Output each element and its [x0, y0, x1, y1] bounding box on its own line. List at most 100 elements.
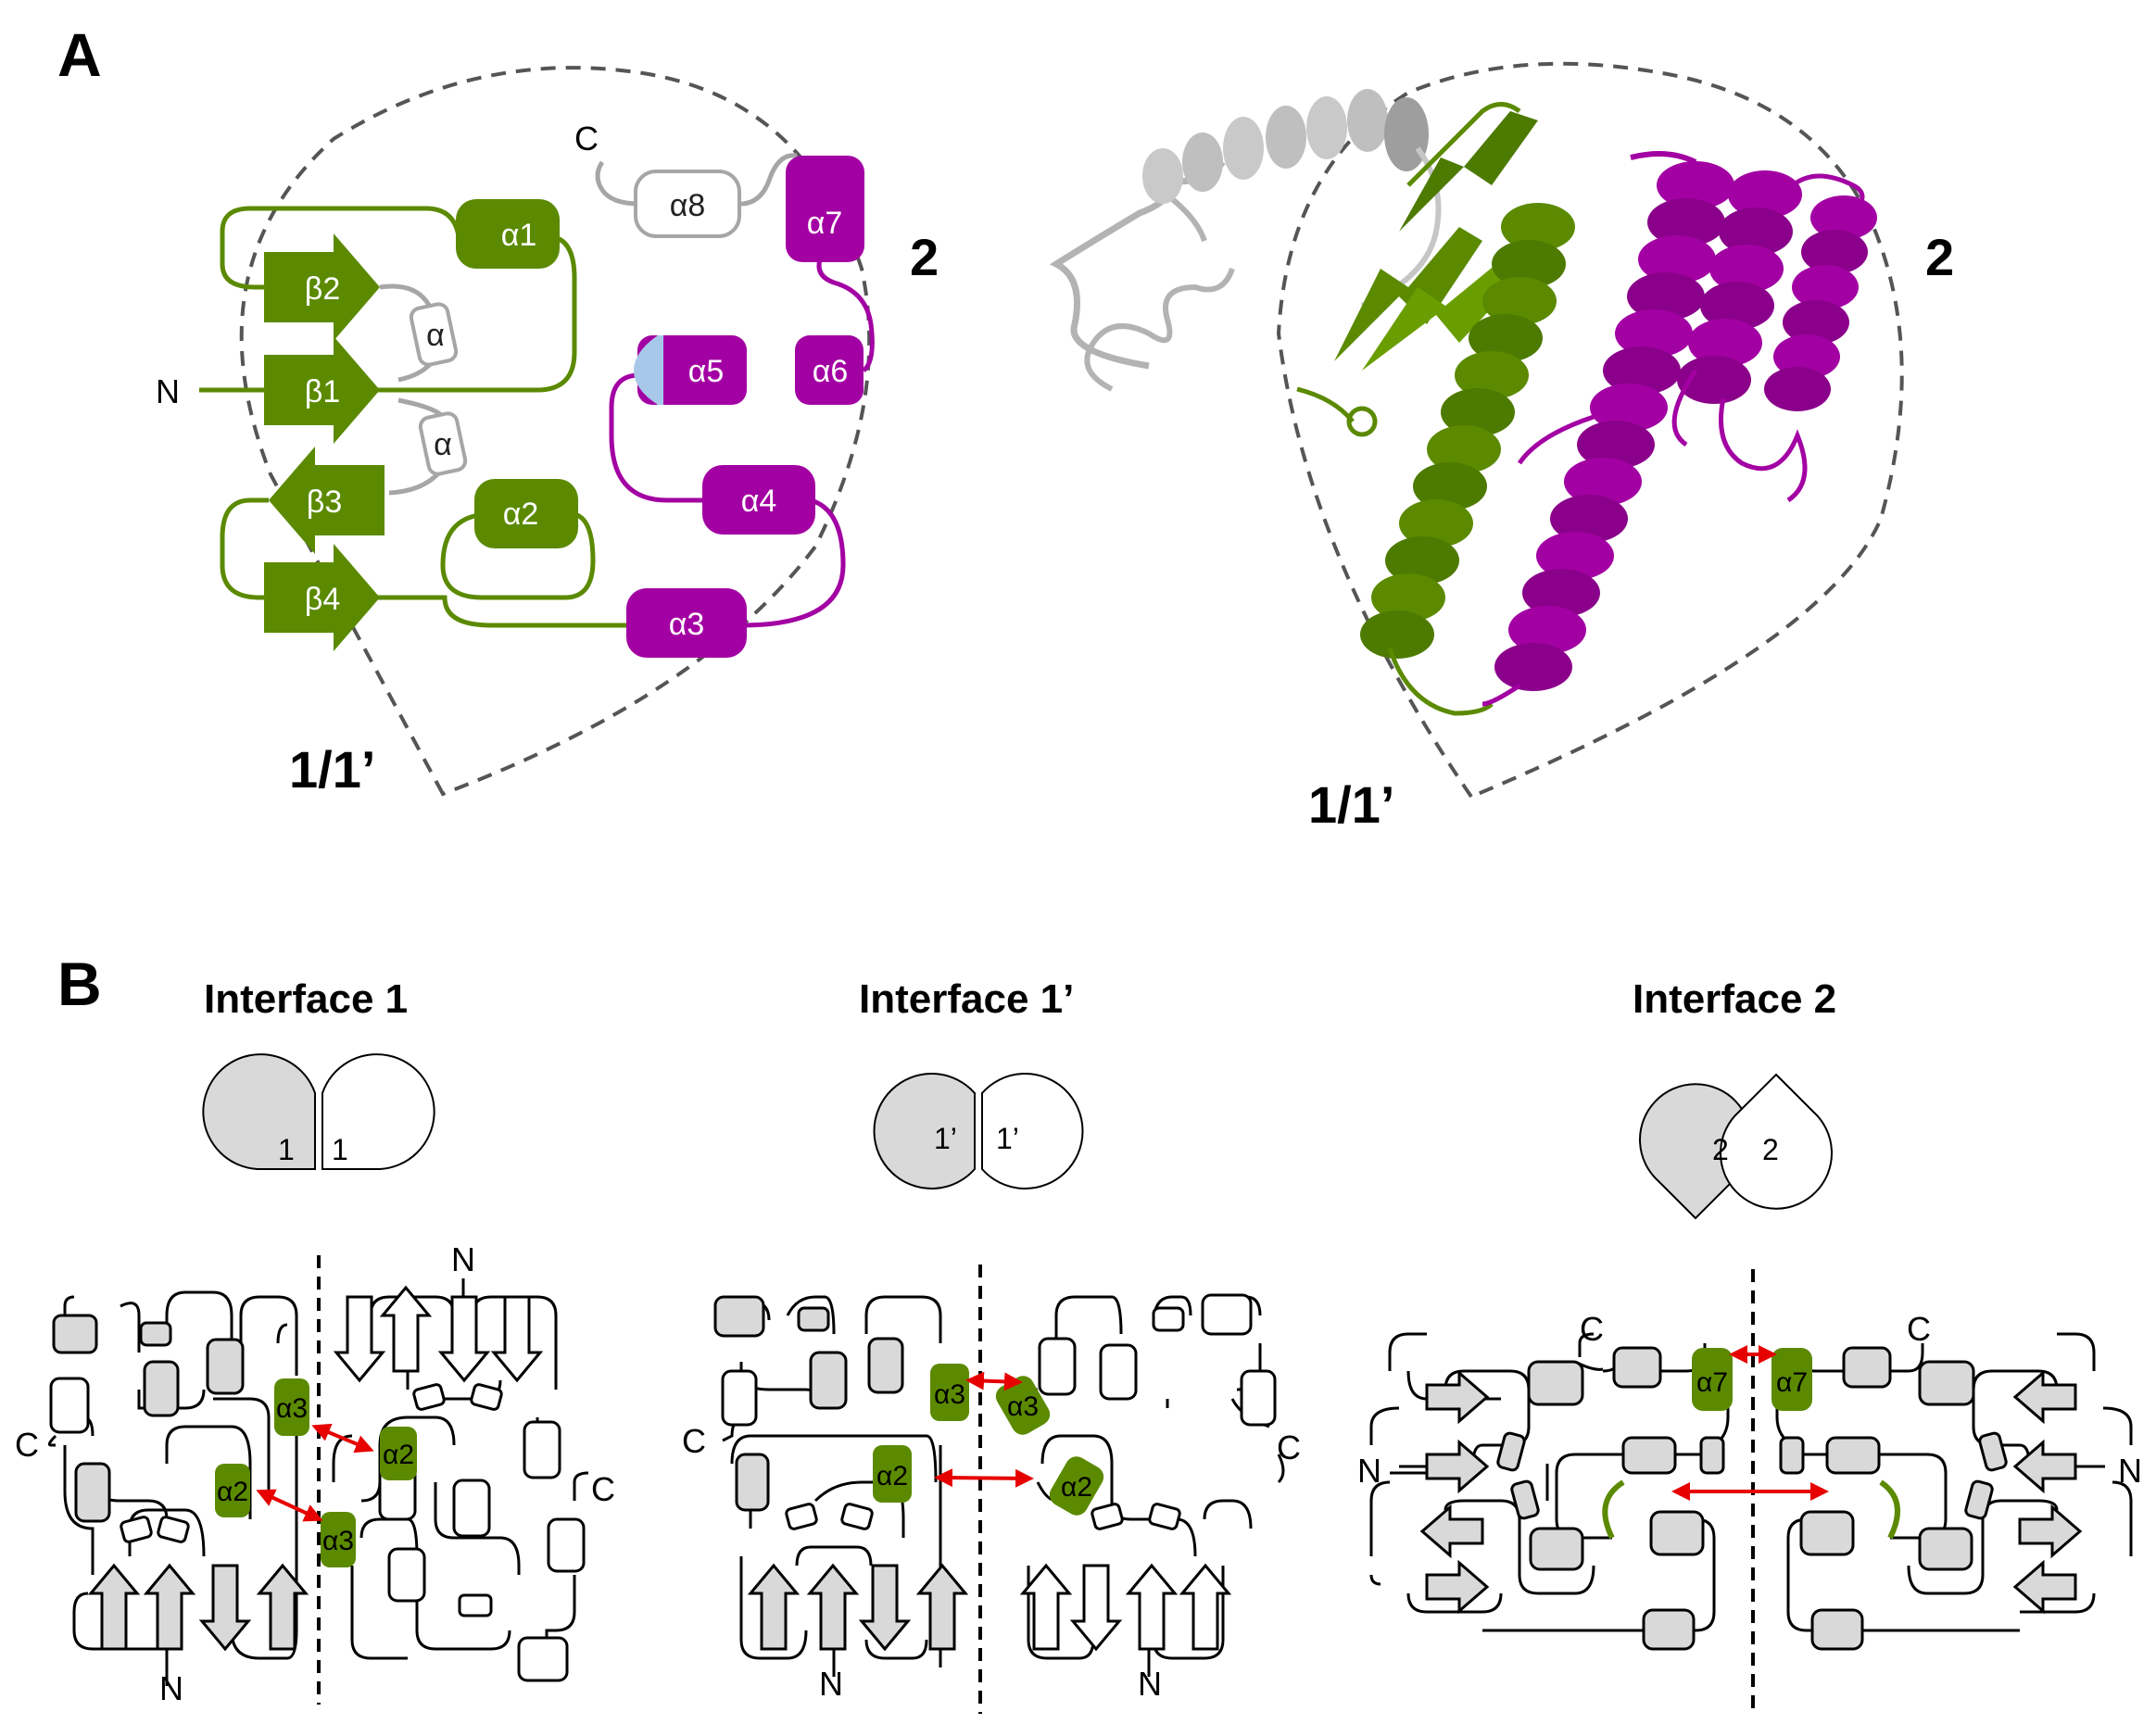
- interface-1-right-drop: [322, 1053, 435, 1170]
- helix-alpha5: [637, 335, 747, 405]
- interface-2-helix-label-0: α7: [1696, 1367, 1728, 1398]
- interface-1prime-shape-label-right: 1’: [996, 1122, 1019, 1155]
- interface-2-left-monomer: α7 C N: [1357, 1310, 1733, 1651]
- region-2-label-topology: 2: [910, 228, 939, 286]
- interface-2-term-c-left: C: [1580, 1310, 1604, 1348]
- interface-1prime-shape-label-left: 1’: [934, 1122, 957, 1155]
- interface-1-term-c-right: C: [591, 1470, 615, 1508]
- label-small-helix-upper: α: [426, 318, 445, 353]
- gray-helix: [1142, 89, 1429, 204]
- interface-2-right-monomer: α7 C N: [1771, 1310, 2142, 1651]
- interface-2-shape-label-left: 2: [1712, 1133, 1729, 1166]
- interface-1-helix-label-0: α3: [276, 1393, 308, 1424]
- interface-1prime-term-c-right: C: [1277, 1428, 1301, 1466]
- panel-a-letter: A: [57, 20, 102, 89]
- helix-alpha4: [702, 465, 815, 535]
- interface-1-helix-label-1: α2: [217, 1477, 248, 1507]
- helix-alpha2: [474, 479, 578, 548]
- helix-alpha8: [634, 170, 741, 238]
- loop-c-to-alpha8: [595, 160, 640, 207]
- interface-2-shape-label-right: 2: [1762, 1133, 1779, 1166]
- interface-2-right-drop: [1720, 1073, 1833, 1210]
- interface-1-shape-label-left: 1: [278, 1133, 295, 1166]
- label-alpha6: α6: [813, 354, 849, 389]
- interface-2-term-n-right: N: [2118, 1452, 2142, 1490]
- interface-1-term-n-left: N: [159, 1669, 183, 1707]
- structure-cartoon: 1/1’ 2: [1049, 61, 1954, 834]
- strand-beta2-arrow: [264, 233, 380, 341]
- magenta-domain: [1481, 151, 1877, 707]
- loop-alpha8-to-alpha7: [736, 153, 798, 207]
- helix-alpha1: [456, 199, 560, 269]
- interface-1prime-title: Interface 1’: [859, 976, 1074, 1022]
- interface-1-left-monomer: α3 α2 α3 N C: [15, 1290, 356, 1707]
- n-terminus-label: N: [156, 372, 180, 410]
- interface-1prime-left-drop: [873, 1073, 976, 1189]
- topology-diagram: β2 β1 β3 β4 α α α1 α2 α3 α4 α5 α6 α7 α8 …: [156, 66, 939, 799]
- interface-1prime-helix-label-0: α3: [934, 1379, 965, 1410]
- helix-alpha7: [786, 156, 864, 262]
- interface-1prime-helix-label-1: α3: [1007, 1391, 1039, 1422]
- loop-alpha1-to-beta2: [220, 206, 461, 290]
- panel-b-letter: B: [57, 950, 102, 1018]
- strand-beta1-arrow: [264, 336, 380, 444]
- tail-coil-2: [1084, 267, 1235, 392]
- interface-1-arrow-a2-a3: [256, 1489, 323, 1522]
- label-alpha3: α3: [669, 607, 705, 642]
- interface-2-term-n-left: N: [1357, 1452, 1381, 1490]
- tail-coil: [1049, 159, 1226, 370]
- interface-1prime-right-drop: [981, 1073, 1084, 1189]
- region-2-label-structure: 2: [1925, 228, 1954, 286]
- interface-1-title: Interface 1: [204, 976, 408, 1022]
- loop-alpha2: [440, 511, 596, 600]
- interface-1: Interface 1 1 1: [15, 976, 615, 1707]
- interface-1prime-term-n-right: N: [1138, 1665, 1162, 1703]
- interface-2-term-c-right: C: [1907, 1310, 1931, 1348]
- interface-1prime-right-monomer: α3 α2 C N: [995, 1293, 1301, 1703]
- green-domain: [1296, 102, 1575, 716]
- interface-1prime-term-c-left: C: [682, 1422, 706, 1460]
- interface-2-title: Interface 2: [1633, 976, 1836, 1022]
- interface-1-shape-label-right: 1: [332, 1133, 348, 1166]
- interface-1-term-c-left: C: [15, 1426, 39, 1464]
- label-beta2: β2: [305, 271, 340, 307]
- interface-1-helix-label-3: α3: [322, 1526, 354, 1556]
- interface-1prime-helix-label-3: α2: [1061, 1472, 1092, 1503]
- interface-1-left-drop: [202, 1053, 316, 1170]
- interface-2-helix-label-1: α7: [1776, 1367, 1808, 1398]
- interface-1prime-helix-label-2: α2: [876, 1461, 908, 1491]
- helix-alpha3: [626, 588, 747, 658]
- small-helix-upper: [409, 302, 459, 367]
- strand-beta4-arrow: [264, 544, 380, 651]
- interface-1prime-term-n-left: N: [819, 1665, 843, 1703]
- small-helix-lower: [418, 411, 468, 476]
- loop-alpha3-to-alpha4: [740, 497, 846, 628]
- label-alpha5: α5: [688, 354, 725, 389]
- interface-1prime-arrow-a3-a3: [965, 1371, 1023, 1391]
- c-terminus-label: C: [574, 120, 599, 157]
- label-small-helix-lower: α: [434, 427, 452, 462]
- interface-1prime-arrow-a2-a2: [934, 1468, 1034, 1488]
- label-alpha1: α1: [501, 218, 537, 253]
- label-alpha7: α7: [807, 206, 843, 241]
- interface-2: Interface 2 2 2: [1357, 976, 2142, 1714]
- loop-beta2-to-small-helix: [379, 283, 435, 312]
- loop-alpha4-to-alpha5: [609, 372, 706, 503]
- region-1-label-topology: 1/1’: [289, 740, 375, 799]
- structure-outline-dashed: [1276, 61, 1904, 799]
- label-alpha8: α8: [670, 188, 706, 223]
- label-beta1: β1: [305, 374, 340, 409]
- loop-beta3-to-beta4: [220, 497, 269, 600]
- label-beta4: β4: [305, 582, 340, 617]
- interface-1-term-n-right: N: [451, 1240, 475, 1278]
- interface-1-right-monomer: α2 N C: [332, 1240, 615, 1682]
- interface-1-arrow-a3-a2: [311, 1423, 374, 1453]
- helix-alpha5-cap: [634, 335, 663, 405]
- strand-beta3-arrow: [269, 447, 385, 554]
- label-beta3: β3: [307, 484, 342, 520]
- domain-outline-dashed: [239, 66, 872, 797]
- region-1-label-structure: 1/1’: [1308, 775, 1394, 834]
- loop-alpha6-to-alpha7: [816, 258, 875, 372]
- label-alpha2: α2: [503, 497, 539, 532]
